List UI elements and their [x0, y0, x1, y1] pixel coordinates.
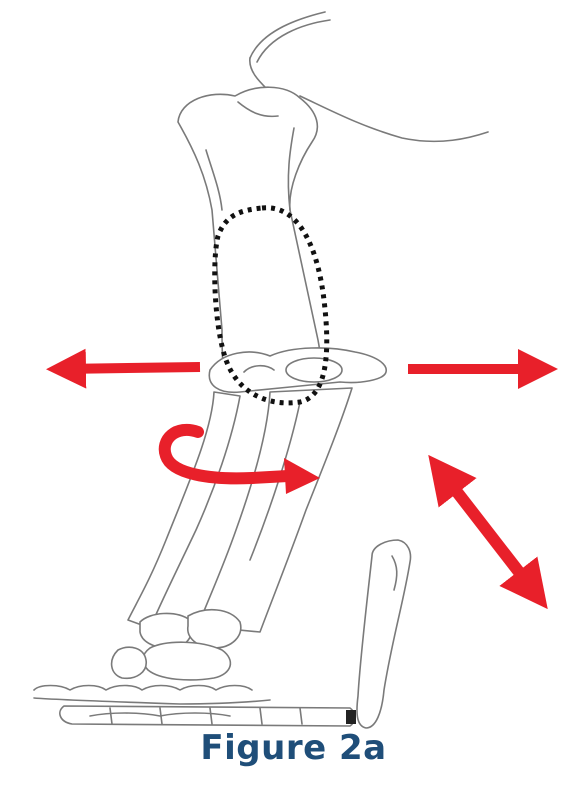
- figure-caption: Figure 2a: [0, 728, 587, 768]
- double-headed-arrow: [440, 470, 536, 594]
- elbow-joint: [209, 348, 386, 392]
- forearm-bones: [128, 388, 352, 632]
- metacarpal-row: [34, 686, 356, 727]
- humerus-bone: [178, 87, 320, 388]
- hoof-tip-marker: [346, 710, 356, 724]
- accessory-bone: [357, 540, 411, 728]
- arrow-left: [62, 367, 200, 369]
